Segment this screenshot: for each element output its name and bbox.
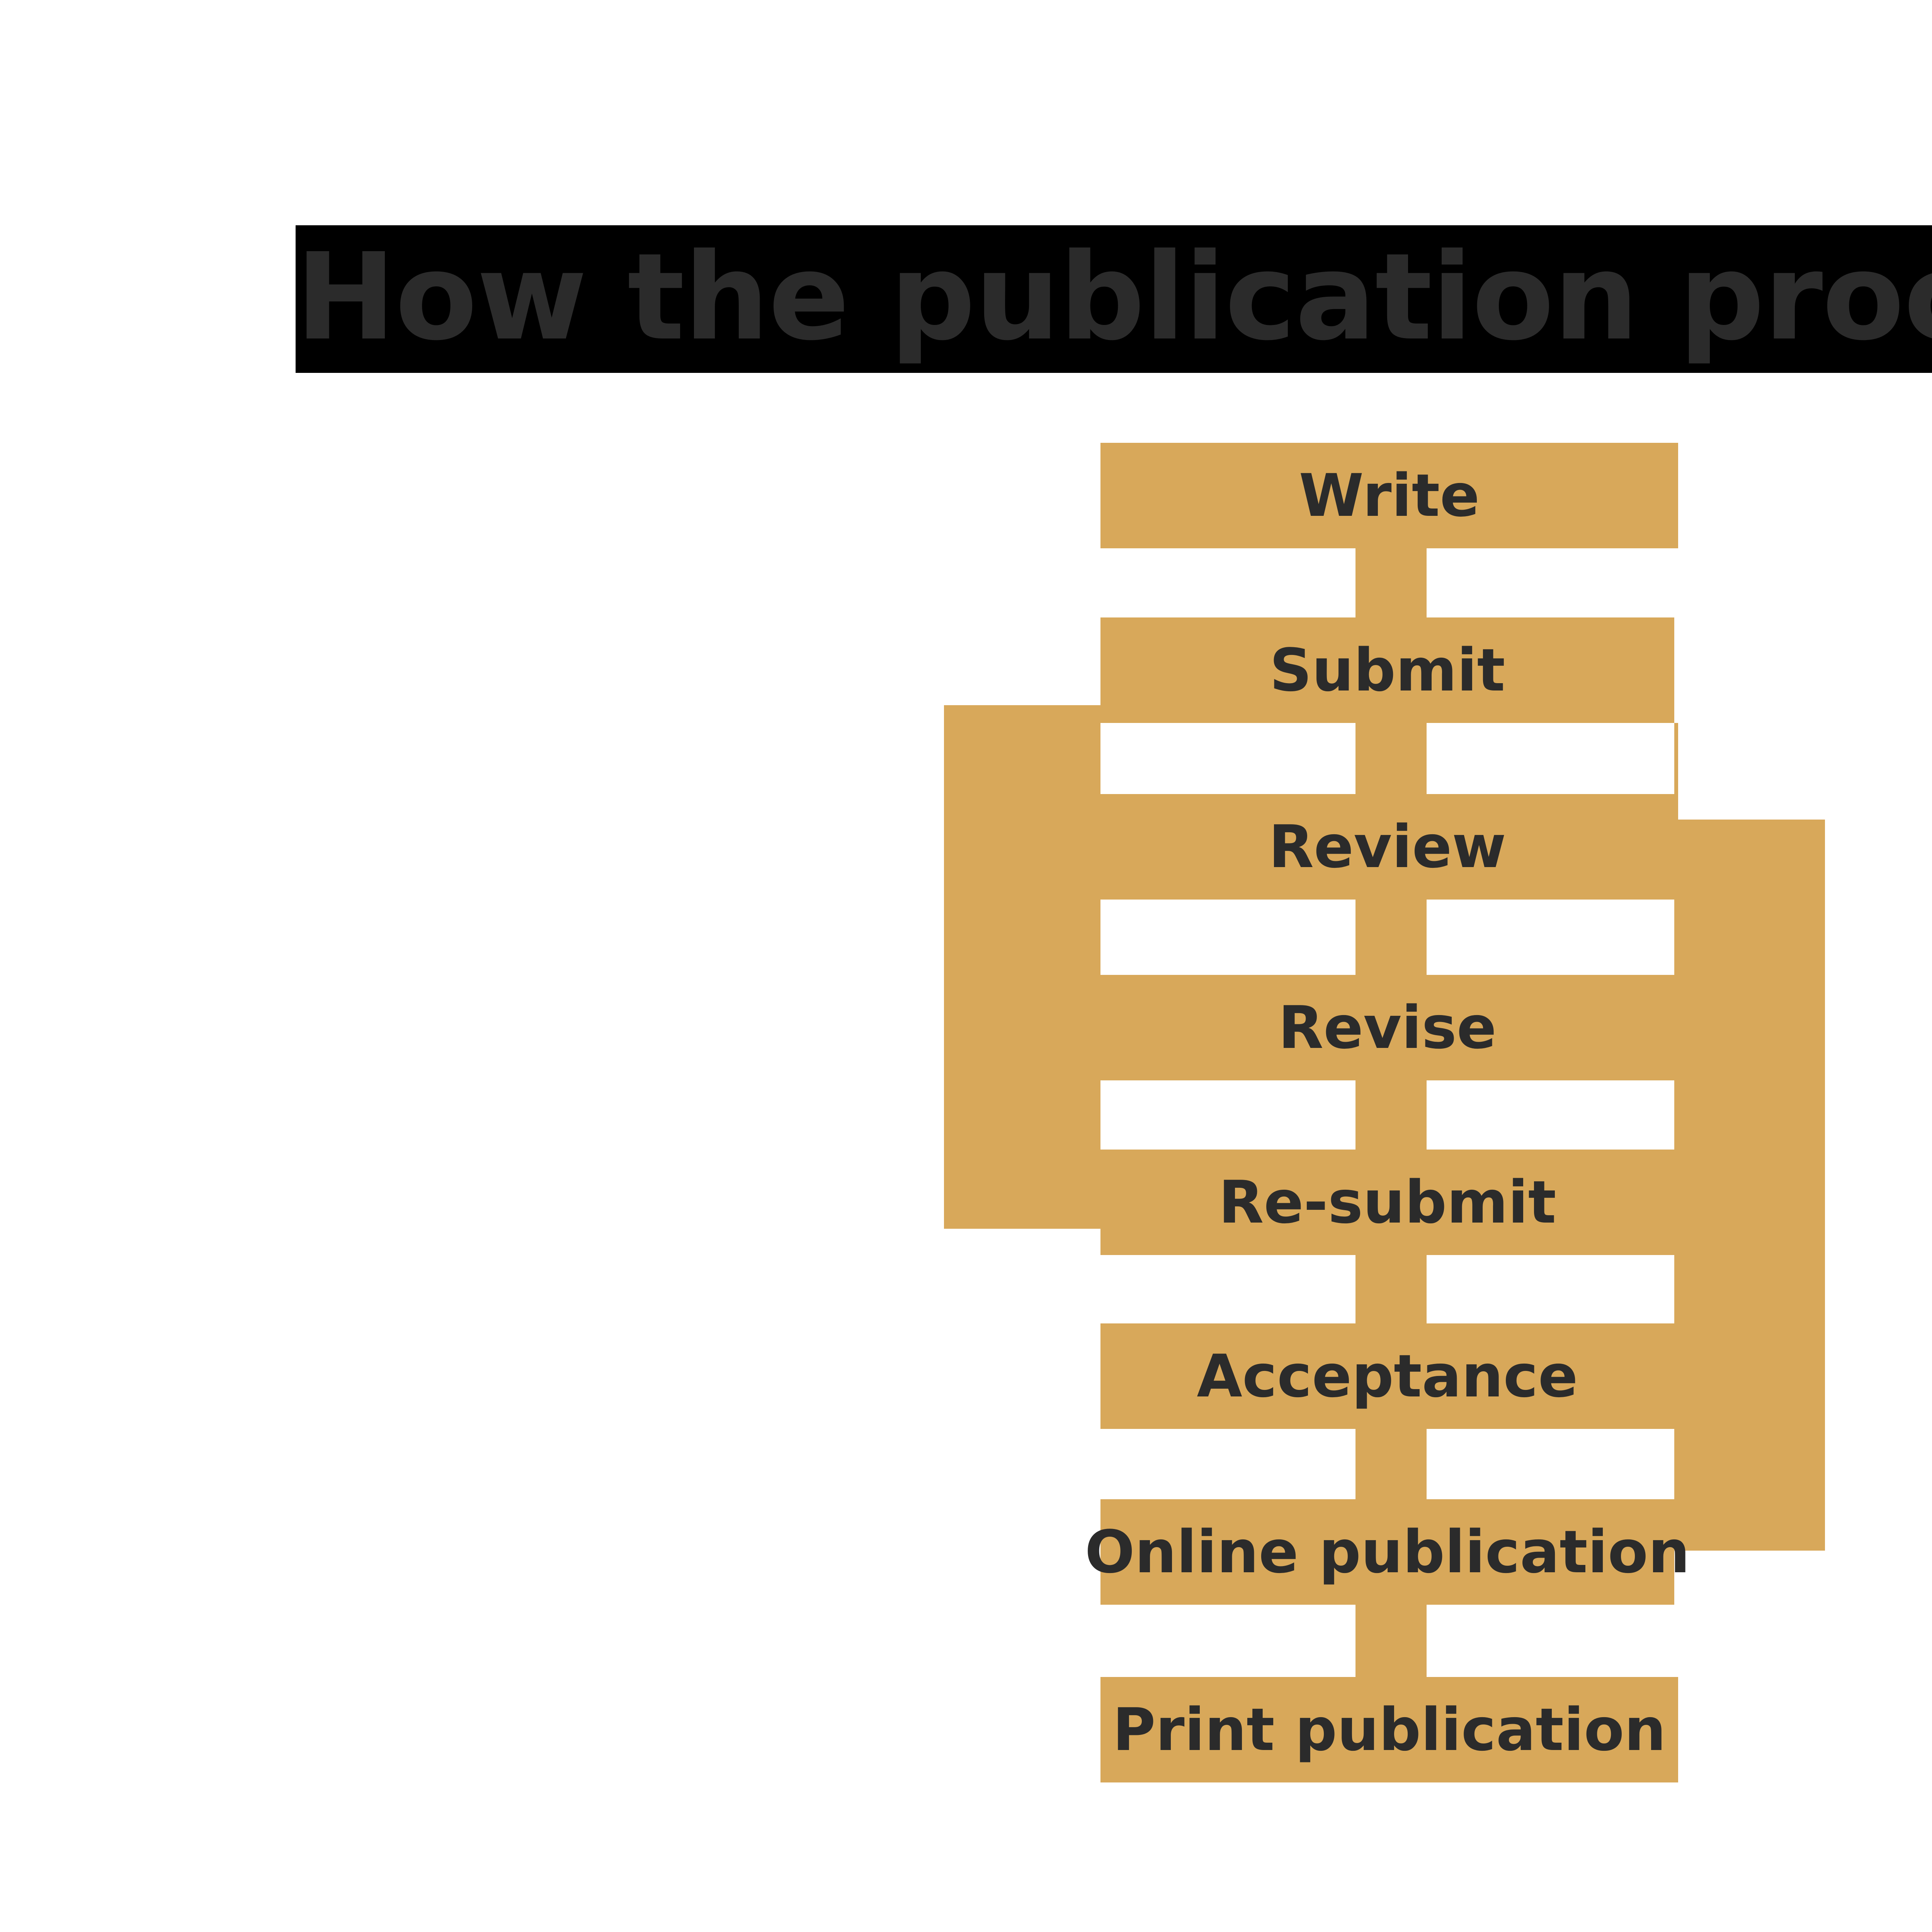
flow-node-write[interactable]: Write (1100, 443, 1678, 548)
connector-revise-to-resubmit (1355, 1080, 1427, 1150)
feedback-arm-resubmit-to-submit (944, 705, 1100, 1229)
connector-online-to-print (1355, 1605, 1427, 1677)
flow-node-acceptance[interactable]: Acceptance (1100, 1323, 1674, 1429)
page-title: How the publication process works (296, 228, 1932, 367)
flow-node-online-publication[interactable]: Online publication (1085, 1499, 1690, 1605)
flow-node-revise[interactable]: Revise (1100, 975, 1674, 1080)
connector-submit-to-review (1355, 723, 1427, 794)
connector-acceptance-to-online (1355, 1429, 1427, 1499)
flow-node-submit[interactable]: Submit (1100, 617, 1674, 723)
flow-node-print-publication[interactable]: Print publication (1100, 1677, 1678, 1782)
connector-write-to-submit (1355, 548, 1427, 617)
flow-node-review[interactable]: Review (1100, 794, 1674, 900)
connector-resubmit-to-acceptance (1355, 1255, 1427, 1323)
feedback-arm-submit-to-online (1674, 820, 1825, 1551)
feedback-arm-right-stub (1674, 723, 1678, 820)
slide-title-band: How the publication process works (296, 225, 1932, 373)
connector-review-to-revise (1355, 900, 1427, 975)
flow-node-resubmit[interactable]: Re-submit (1100, 1150, 1674, 1255)
